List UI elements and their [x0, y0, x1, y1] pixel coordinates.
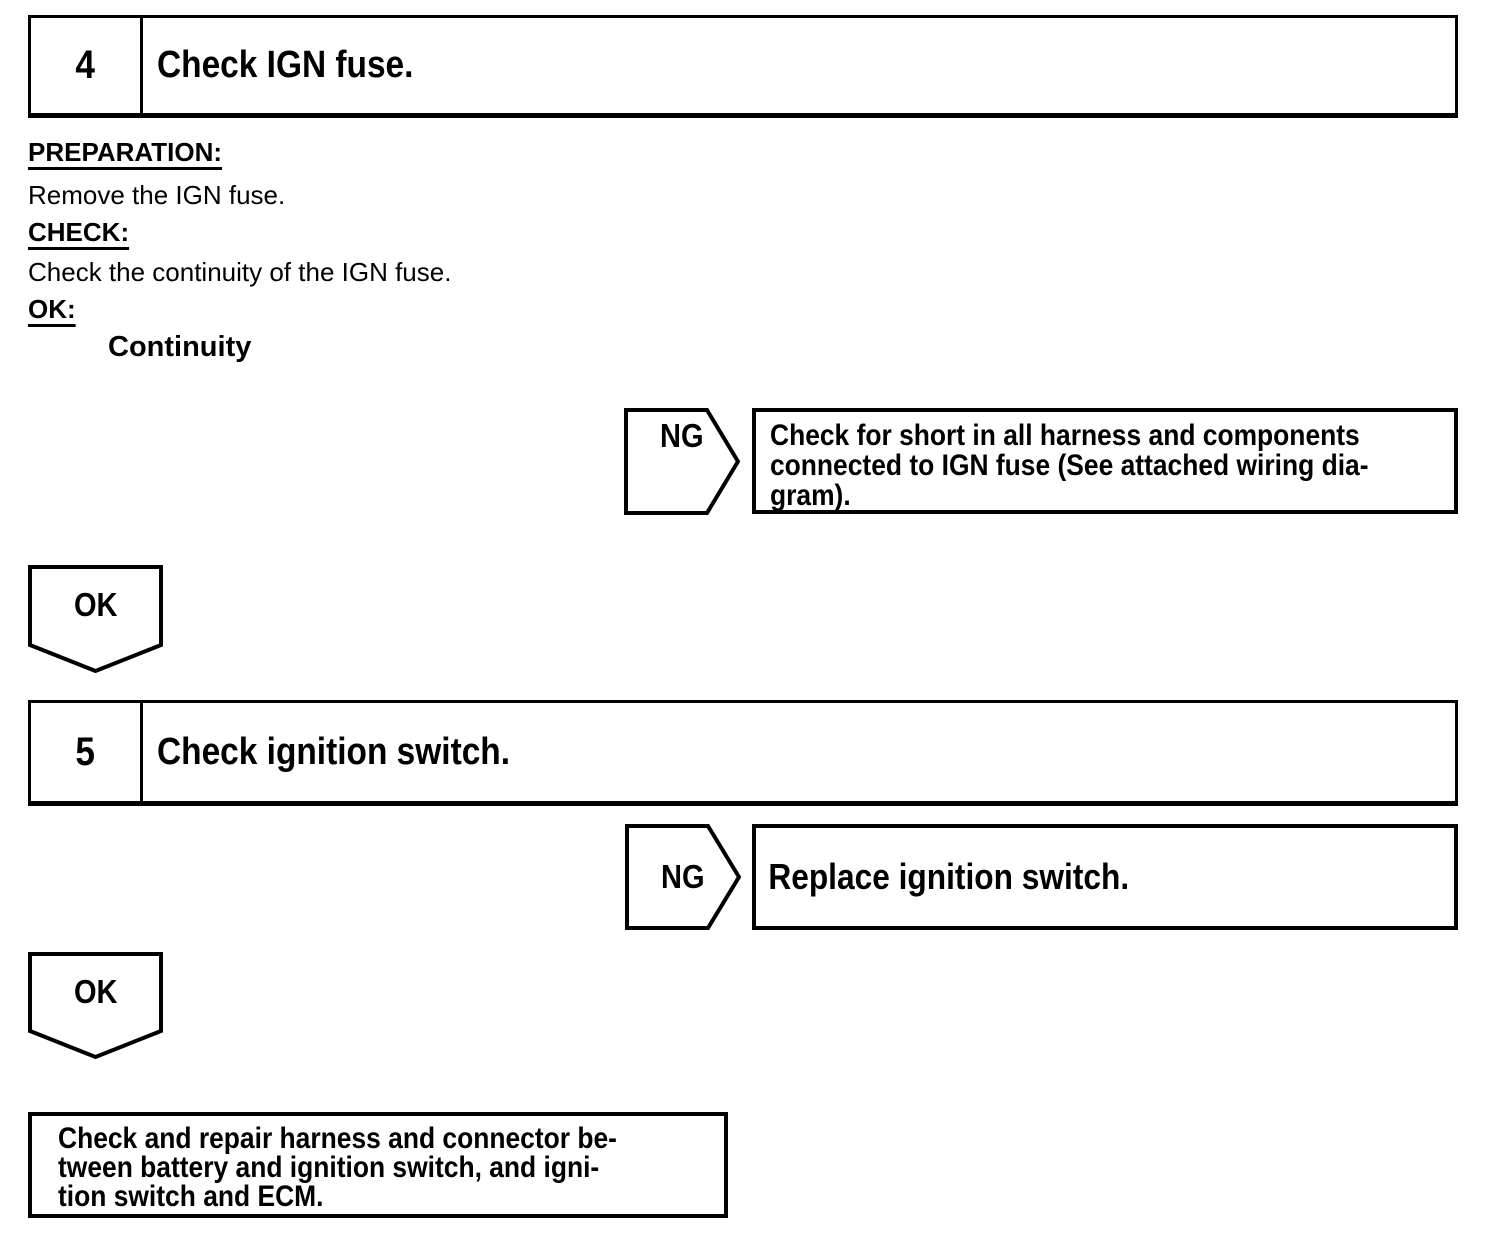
- ok-arrow-icon: [28, 952, 163, 1059]
- step-5-title: Check ignition switch.: [157, 730, 511, 773]
- result-line-1: Check and repair harness and connector b…: [58, 1122, 617, 1155]
- ng2-label: NG: [661, 858, 705, 895]
- step-4-box: 4 Check IGN fuse.: [28, 15, 1458, 118]
- ng1-action-line-1: Check for short in all harness and compo…: [770, 419, 1360, 452]
- preparation-text: Remove the IGN fuse.: [28, 180, 286, 210]
- preparation-label: PREPARATION:: [28, 137, 223, 167]
- ng1-arrow: NG: [624, 408, 740, 515]
- step-4-title-cell: Check IGN fuse.: [143, 18, 1455, 113]
- ng-arrow-icon: [625, 824, 741, 930]
- ng1-action-line-3: gram).: [770, 479, 851, 512]
- step-5-number: 5: [75, 729, 96, 774]
- ok2-label: OK: [73, 972, 118, 1010]
- ok-arrow-icon: [28, 565, 163, 673]
- step-5-title-cell: Check ignition switch.: [143, 703, 1455, 801]
- step-4-title: Check IGN fuse.: [157, 44, 414, 86]
- ok2-arrow: OK: [28, 952, 163, 1059]
- ng1-label: NG: [660, 417, 704, 454]
- ng1-action-box: Check for short in all harness and compo…: [752, 408, 1458, 514]
- check-text: Check the continuity of the IGN fuse.: [28, 257, 452, 287]
- ok-label: OK:: [28, 294, 76, 324]
- result-text: Check and repair harness and connector b…: [58, 1122, 644, 1213]
- ng1-action-text: Check for short in all harness and compo…: [770, 421, 1372, 511]
- result-line-2: tween battery and ignition switch, and i…: [58, 1151, 600, 1184]
- ok-value: Continuity: [108, 331, 252, 363]
- result-box: Check and repair harness and connector b…: [28, 1112, 728, 1218]
- result-line-3: tion switch and ECM.: [58, 1180, 324, 1213]
- step-5-number-cell: 5: [31, 703, 143, 801]
- ng2-action-text: Replace ignition switch.: [768, 856, 1130, 897]
- step-4-number: 4: [75, 43, 96, 87]
- ng1-action-line-2: connected to IGN fuse (See attached wiri…: [770, 449, 1369, 482]
- ng-arrow-icon: [624, 408, 740, 515]
- step-4-number-cell: 4: [31, 18, 143, 113]
- ng2-arrow: NG: [625, 824, 741, 930]
- ok1-label: OK: [73, 586, 118, 623]
- ok1-arrow: OK: [28, 565, 163, 673]
- step-5-box: 5 Check ignition switch.: [28, 700, 1458, 806]
- ng2-action-box: Replace ignition switch.: [752, 824, 1458, 930]
- check-label: CHECK:: [28, 217, 130, 247]
